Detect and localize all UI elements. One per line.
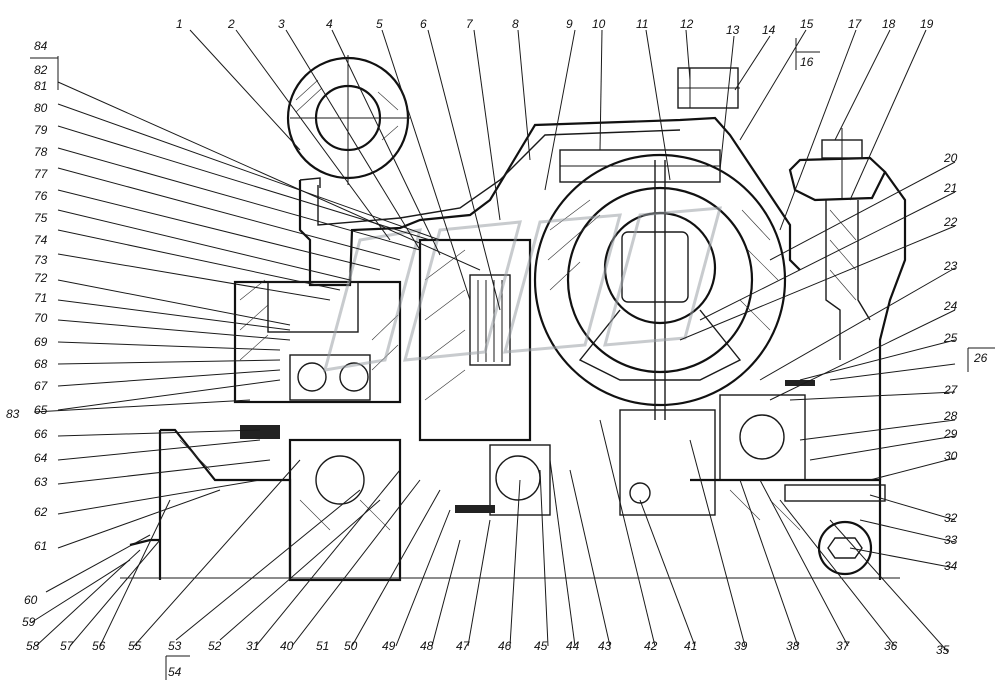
callout-44: 44 — [566, 639, 580, 653]
callout-13: 13 — [726, 23, 740, 37]
callout-63: 63 — [34, 475, 48, 489]
callout-69: 69 — [34, 335, 48, 349]
callout-12: 12 — [680, 17, 694, 31]
worm-wheel — [533, 153, 787, 407]
clutch-pack — [418, 238, 532, 442]
callout-36: 36 — [884, 639, 898, 653]
callout-59: 59 — [22, 615, 36, 629]
callout-56: 56 — [92, 639, 106, 653]
callout-47: 47 — [456, 639, 471, 653]
lifting-eye — [286, 55, 410, 185]
callout-17: 17 — [848, 17, 863, 31]
callout-60: 60 — [24, 593, 38, 607]
callout-62: 62 — [34, 505, 48, 519]
callout-16: 16 — [800, 55, 814, 69]
callout-51: 51 — [316, 639, 329, 653]
callout-21: 21 — [943, 181, 957, 195]
callout-5: 5 — [376, 17, 383, 31]
callout-8: 8 — [512, 17, 519, 31]
callout-64: 64 — [34, 451, 48, 465]
callout-55: 55 — [128, 639, 142, 653]
callout-11: 11 — [636, 17, 648, 31]
callout-43: 43 — [598, 639, 612, 653]
callout-14: 14 — [762, 23, 776, 37]
callout-83: 83 — [6, 407, 20, 421]
callout-74: 74 — [34, 233, 48, 247]
callout-68: 68 — [34, 357, 48, 371]
callout-71: 71 — [34, 291, 47, 305]
callout-27: 27 — [943, 383, 959, 397]
callout-58: 58 — [26, 639, 40, 653]
lower-base — [120, 380, 900, 582]
callout-49: 49 — [382, 639, 396, 653]
callout-35: 35 — [936, 643, 950, 657]
callout-39: 39 — [734, 639, 748, 653]
callout-labels: 1 2 3 4 5 6 7 8 9 10 11 12 13 14 15 16 1… — [6, 17, 988, 679]
callout-1: 1 — [176, 17, 183, 31]
callout-18: 18 — [882, 17, 896, 31]
callout-79: 79 — [34, 123, 48, 137]
leader-lines — [30, 29, 995, 680]
callout-65: 65 — [34, 403, 48, 417]
callout-7: 7 — [466, 17, 474, 31]
callout-75: 75 — [34, 211, 48, 225]
callout-4: 4 — [326, 17, 333, 31]
callout-82: 82 — [34, 63, 48, 77]
callout-33: 33 — [944, 533, 958, 547]
callout-3: 3 — [278, 17, 285, 31]
callout-48: 48 — [420, 639, 434, 653]
callout-80: 80 — [34, 101, 48, 115]
callout-77: 77 — [34, 167, 49, 181]
callout-19: 19 — [920, 17, 934, 31]
callout-84: 84 — [34, 39, 48, 53]
callout-50: 50 — [344, 639, 358, 653]
callout-78: 78 — [34, 145, 48, 159]
callout-41: 41 — [684, 639, 697, 653]
callout-61: 61 — [34, 539, 47, 553]
callout-54: 54 — [168, 665, 182, 679]
left-bearing-housing — [233, 279, 402, 404]
callout-53: 53 — [168, 639, 182, 653]
callout-2: 2 — [227, 17, 235, 31]
callout-10: 10 — [592, 17, 606, 31]
callout-73: 73 — [34, 253, 48, 267]
callout-29: 29 — [943, 427, 958, 441]
assembly-section — [120, 55, 907, 582]
callout-66: 66 — [34, 427, 48, 441]
callout-20: 20 — [943, 151, 958, 165]
callout-23: 23 — [943, 259, 958, 273]
callout-42: 42 — [644, 639, 658, 653]
callout-24: 24 — [943, 299, 958, 313]
callout-30: 30 — [944, 449, 958, 463]
callout-34: 34 — [944, 559, 958, 573]
callout-28: 28 — [943, 409, 958, 423]
callout-32: 32 — [944, 511, 958, 525]
callout-25: 25 — [943, 331, 958, 345]
callout-81: 81 — [34, 79, 47, 93]
upper-housing — [298, 116, 801, 287]
callout-67: 67 — [34, 379, 49, 393]
callout-70: 70 — [34, 311, 48, 325]
callout-26: 26 — [973, 351, 988, 365]
callout-45: 45 — [534, 639, 548, 653]
callout-15: 15 — [800, 17, 814, 31]
callout-22: 22 — [943, 215, 958, 229]
callout-76: 76 — [34, 189, 48, 203]
callout-38: 38 — [786, 639, 800, 653]
callout-72: 72 — [34, 271, 48, 285]
right-cover — [788, 156, 887, 202]
callout-9: 9 — [566, 17, 573, 31]
callout-37: 37 — [836, 639, 851, 653]
callout-40: 40 — [280, 639, 294, 653]
callout-6: 6 — [420, 17, 427, 31]
callout-57: 57 — [60, 639, 75, 653]
callout-52: 52 — [208, 639, 222, 653]
callout-31: 31 — [246, 639, 259, 653]
callout-46: 46 — [498, 639, 512, 653]
